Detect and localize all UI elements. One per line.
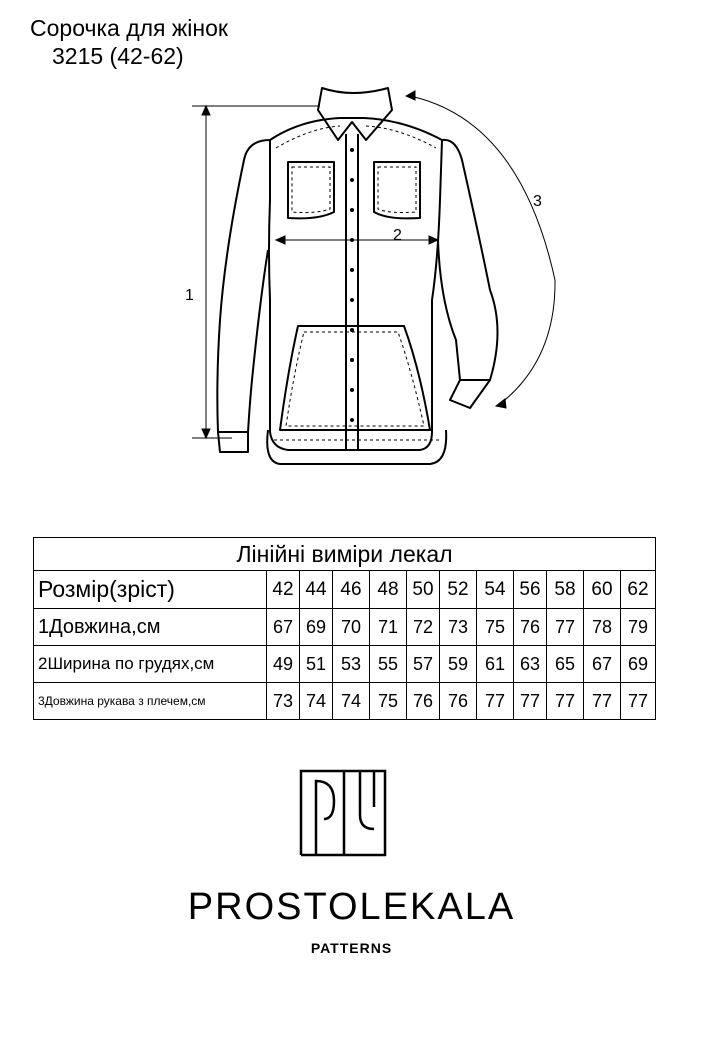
product-title: Сорочка для жінок 3215 (42-62) <box>30 14 228 70</box>
brand-sub: PATTERNS <box>310 940 393 956</box>
table-cell: 76 <box>406 682 440 720</box>
row-label: 3Довжина рукава з плечем,см <box>33 682 267 720</box>
table-cell: 59 <box>439 645 477 683</box>
size-cell: 42 <box>266 570 300 609</box>
table-cell: 76 <box>513 608 547 646</box>
size-cell: 46 <box>332 570 370 609</box>
table-cell: 73 <box>439 608 477 646</box>
shirt-hem <box>266 429 448 465</box>
table-cell: 57 <box>406 645 440 683</box>
table-cell: 78 <box>583 608 621 646</box>
label-sleeve: 3 <box>533 193 542 210</box>
table-cell: 67 <box>583 645 621 683</box>
table-cell: 61 <box>476 645 514 683</box>
table-row-sleeve: 3Довжина рукава з плечем,см 73 74 74 75 … <box>33 682 656 720</box>
label-length: 1 <box>185 287 194 304</box>
table-cell: 77 <box>583 682 621 720</box>
table-cell: 77 <box>476 682 514 720</box>
size-cell: 52 <box>439 570 477 609</box>
table-cell: 77 <box>546 682 584 720</box>
table-cell: 69 <box>299 608 333 646</box>
table-cell: 69 <box>620 645 656 683</box>
table-cell: 77 <box>620 682 656 720</box>
table-cell: 63 <box>513 645 547 683</box>
size-cell: 60 <box>583 570 621 609</box>
size-cell: 50 <box>406 570 440 609</box>
table-cell: 79 <box>620 608 656 646</box>
shirt-body-outline <box>268 117 443 451</box>
table-cell: 77 <box>546 608 584 646</box>
collar <box>317 87 393 141</box>
table-cell: 74 <box>332 682 370 720</box>
front-pocket <box>279 325 431 431</box>
table-cell: 71 <box>369 608 407 646</box>
table-header: Лінійні виміри лекал <box>33 537 656 571</box>
right-chest-pocket <box>373 161 421 220</box>
left-sleeve <box>216 139 271 433</box>
brand-name: PROSTOLEKALA <box>187 886 516 928</box>
right-cuff <box>449 379 491 409</box>
table-row-length: 1Довжина,см 67 69 70 71 72 73 75 76 77 7… <box>33 608 656 646</box>
table-cell: 49 <box>266 645 300 683</box>
table-cell: 53 <box>332 645 370 683</box>
placket <box>345 134 359 450</box>
table-cell: 72 <box>406 608 440 646</box>
table-row-sizes: Розмір(зріст) 42 44 46 48 50 52 54 56 58… <box>33 570 656 609</box>
measurements-table: Лінійні виміри лекал Розмір(зріст) 42 44… <box>33 537 656 720</box>
title-line-2: 3215 (42-62) <box>52 43 184 69</box>
table-cell: 76 <box>439 682 477 720</box>
row-label: 1Довжина,см <box>33 608 267 646</box>
table-cell: 75 <box>476 608 514 646</box>
table-cell: 67 <box>266 608 300 646</box>
right-sleeve <box>437 138 499 381</box>
table-cell: 74 <box>299 682 333 720</box>
table-cell: 75 <box>369 682 407 720</box>
left-chest-pocket <box>287 161 335 220</box>
table-cell: 73 <box>266 682 300 720</box>
title-line-1: Сорочка для жінок <box>30 15 228 41</box>
shirt-diagram: 1 2 3 <box>185 87 556 465</box>
size-cell: 58 <box>546 570 584 609</box>
size-cell: 44 <box>299 570 333 609</box>
table-row-chest: 2Ширина по грудях,см 49 51 53 55 57 59 6… <box>33 645 656 683</box>
table-cell: 55 <box>369 645 407 683</box>
size-cell: 48 <box>369 570 407 609</box>
label-chest: 2 <box>393 227 402 244</box>
pl-monogram-icon <box>299 769 387 857</box>
size-label: Розмір(зріст) <box>33 570 267 609</box>
size-cell: 54 <box>476 570 514 609</box>
row-label: 2Ширина по грудях,см <box>33 645 267 683</box>
size-cell: 62 <box>620 570 656 609</box>
table-cell: 77 <box>513 682 547 720</box>
left-cuff <box>217 431 249 453</box>
table-cell: 65 <box>546 645 584 683</box>
size-cell: 56 <box>513 570 547 609</box>
table-cell: 51 <box>299 645 333 683</box>
table-cell: 70 <box>332 608 370 646</box>
